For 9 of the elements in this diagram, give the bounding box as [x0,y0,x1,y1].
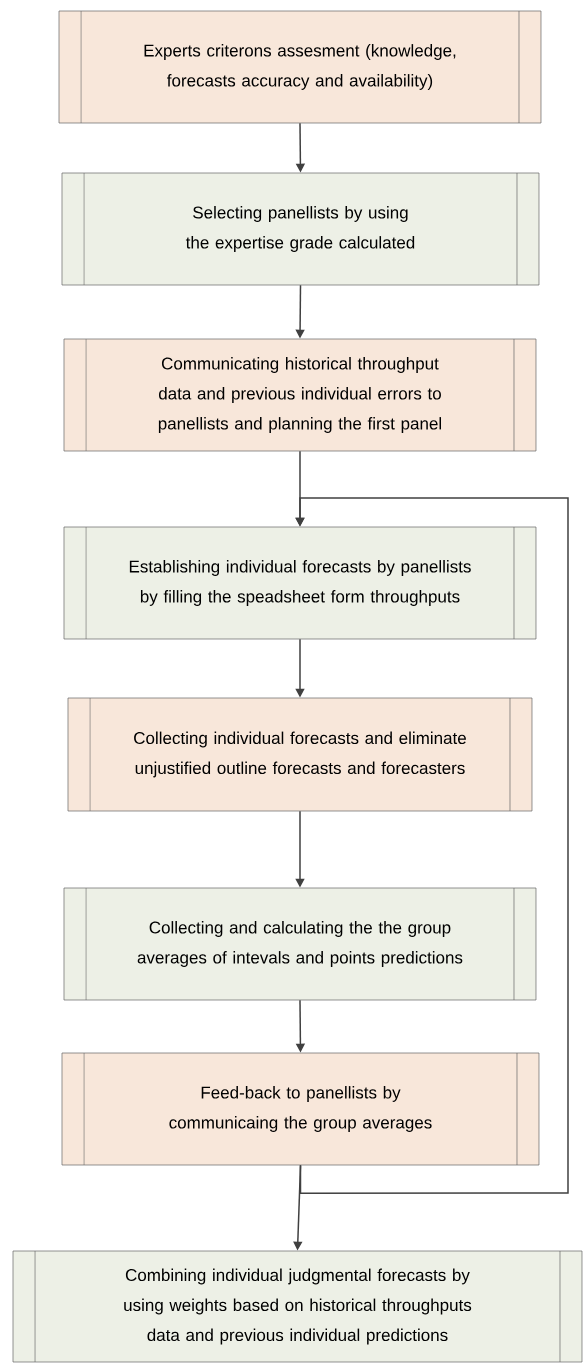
process-box: Communicating historical throughput data and previous individual errors to panellists and planning the first panel [63,338,537,452]
process-box: Selecting panellists by using the expertise grade calculated [61,172,540,286]
process-box: Feed-back to panellists by communicaing the group averages [61,1052,540,1166]
process-box: Collecting individual forecasts and eliminate unjustified outline forecasts and forecasters [67,697,533,812]
arrow [295,497,569,1195]
process-box: Establishing individual forecasts by panellists by filling the speadsheet form throughputs [63,526,537,640]
process-box: Combining individual judgmental forecasts by using weights based on historical throughputs data and previous individual predictions [12,1250,583,1363]
process-box: Experts criterons assesment (knowledge, forecasts accuracy and availability) [58,10,542,124]
process-box: Collecting and calculating the the group averages of intevals and points predictions [63,887,537,1001]
